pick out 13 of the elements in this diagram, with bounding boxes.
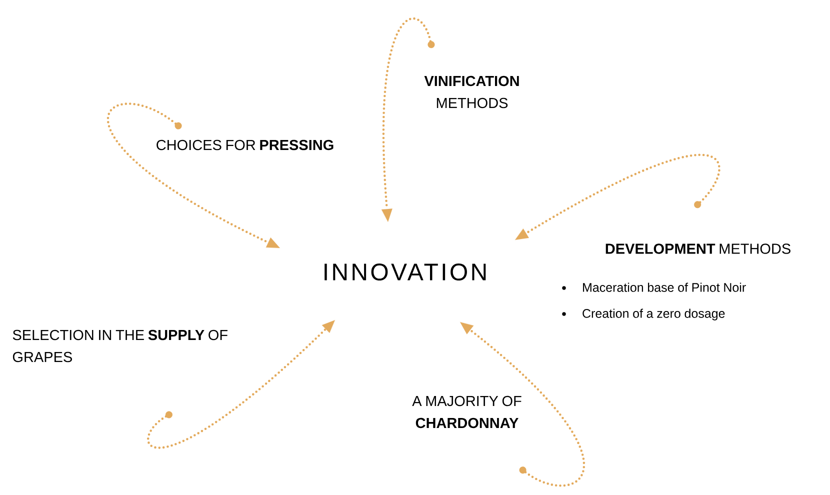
topic-label: CHOICES FOR PRESSING bbox=[156, 140, 334, 150]
bullet-item: Creation of a zero dosage bbox=[582, 308, 725, 320]
bullet-item: Maceration base of Pinot Noir bbox=[583, 282, 746, 292]
curved-arrow bbox=[147, 320, 335, 449]
curved-arrow bbox=[381, 18, 435, 222]
curved-arrow bbox=[460, 322, 585, 487]
curved-arrow bbox=[106, 102, 280, 248]
topic-label: DEVELOPMENT METHODS bbox=[606, 244, 790, 254]
topic-label: A MAJORITY OF CHARDONNAY bbox=[412, 396, 522, 428]
title-text: INNOVATION bbox=[324, 264, 486, 280]
curved-arrow bbox=[515, 154, 720, 240]
topic-label: VINIFICATION METHODS bbox=[424, 76, 519, 108]
topic-label: SELECTION IN THE SUPPLY OF GRAPES bbox=[12, 330, 228, 362]
